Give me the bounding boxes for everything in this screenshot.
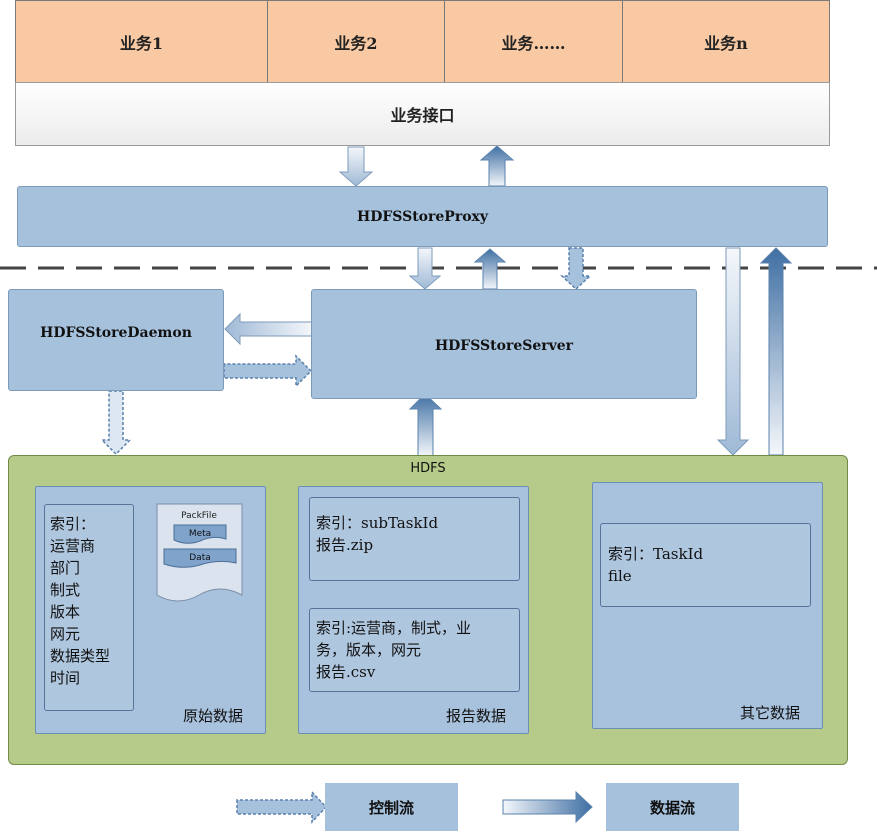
raw-index-line: 版本 — [50, 603, 81, 621]
report-zip-line: 报告.zip — [316, 536, 374, 554]
control-arrow-proxy-to-server — [560, 247, 592, 291]
arrow-interface-to-proxy — [338, 146, 374, 187]
legend-control-arrow-icon — [236, 790, 328, 824]
report-csv-line: 索引:运营商，制式，业 — [316, 619, 472, 637]
business-item-1-label: 业务1 — [119, 33, 164, 53]
raw-index-line: 数据类型 — [50, 647, 111, 665]
raw-index-line: 网元 — [50, 625, 81, 643]
hdfs-store-proxy: HDFSStoreProxy — [17, 186, 828, 247]
business-item-2-label: 业务2 — [334, 33, 378, 53]
report-zip-box: 索引：subTaskId 报告.zip — [309, 497, 520, 581]
report-csv-box: 索引:运营商，制式，业 务，版本，网元 报告.csv — [309, 608, 520, 692]
raw-data-caption: 原始数据 — [183, 707, 244, 725]
packfile-meta-label: Meta — [189, 529, 211, 539]
arrow-hdfs-to-proxy — [759, 247, 793, 456]
server-label: HDFSStoreServer — [434, 338, 574, 354]
report-csv-line: 报告.csv — [316, 663, 376, 681]
arrow-proxy-to-server — [408, 247, 442, 290]
report-data-caption: 报告数据 — [446, 707, 507, 725]
arrow-server-to-daemon — [224, 312, 313, 346]
business-item-n-label: 业务n — [704, 33, 748, 53]
proxy-label: HDFSStoreProxy — [356, 208, 489, 225]
control-arrow-daemon-to-hdfs — [100, 390, 132, 456]
raw-index-line: 制式 — [50, 581, 81, 599]
control-arrow-daemon-to-server — [223, 354, 313, 388]
arrow-proxy-to-interface — [479, 145, 515, 187]
hdfs-store-server: HDFSStoreServer — [311, 289, 697, 399]
raw-index-line: 索引： — [50, 515, 96, 533]
business-item-etc-label: 业务…… — [501, 33, 566, 53]
report-zip-line: 索引：subTaskId — [316, 514, 439, 532]
business-item-1: 业务1 — [15, 0, 268, 83]
business-item-n: 业务n — [622, 0, 830, 83]
daemon-label: HDFSStoreDaemon — [40, 325, 192, 341]
arrow-proxy-to-hdfs — [716, 247, 750, 456]
packfile-data-label: Data — [189, 553, 211, 563]
legend-control-flow: 控制流 — [325, 783, 458, 831]
raw-index-line: 部门 — [50, 559, 81, 577]
other-data-box: 索引：TaskId file — [600, 523, 811, 607]
other-data-caption: 其它数据 — [740, 704, 801, 722]
arrow-server-to-proxy — [473, 248, 507, 290]
hdfs-store-daemon: HDFSStoreDaemon — [8, 289, 224, 391]
legend-control-label: 控制流 — [368, 798, 414, 817]
business-interface-label: 业务接口 — [390, 106, 455, 125]
raw-index-line: 时间 — [50, 669, 81, 687]
legend-data-flow: 数据流 — [606, 783, 739, 831]
hdfs-title: HDFS — [410, 461, 446, 476]
raw-index-box: 索引： 运营商 部门 制式 版本 网元 数据类型 时间 — [44, 504, 134, 711]
arrow-hdfs-to-server — [408, 393, 443, 457]
other-data-line: file — [608, 567, 632, 585]
legend-data-arrow-icon — [502, 790, 593, 824]
other-data-line: 索引：TaskId — [608, 545, 704, 563]
report-csv-line: 务，版本，网元 — [316, 641, 422, 659]
business-interface: 业务接口 — [15, 82, 830, 146]
packfile-icon: PackFile Meta Data — [156, 503, 243, 602]
legend-data-label: 数据流 — [649, 798, 695, 817]
business-item-2: 业务2 — [267, 0, 445, 83]
business-item-etc: 业务…… — [444, 0, 623, 83]
raw-index-line: 运营商 — [50, 537, 96, 555]
packfile-title: PackFile — [181, 511, 217, 521]
